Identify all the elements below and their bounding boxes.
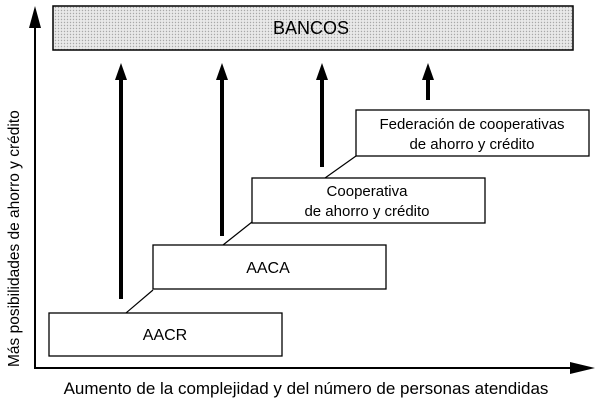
x-axis-arrowhead-icon [570,362,595,374]
stage-box-aaca [152,244,387,290]
banks-label: BANCOS [273,18,349,38]
stage-box-aacr [48,312,283,357]
stage-label-federation-line1: Federación de cooperativas [379,116,564,133]
stage-label-aacr: AACR [143,327,187,344]
stage-box-federation [355,109,590,157]
step-connector-3 [324,155,357,179]
arrow-cooperative-head-icon [316,63,328,80]
arrow-aaca-head-icon [216,63,228,80]
stage-box-cooperative [251,177,486,224]
arrow-aacr-head-icon [115,63,127,80]
step-connector-2 [222,221,253,246]
stage-label-cooperative-line2: de ahorro y crédito [304,203,429,220]
y-axis-arrowhead-icon [29,6,41,28]
x-axis-label: Aumento de la complejidad y del número d… [64,379,549,398]
stage-label-cooperative-line1: Cooperativa [327,183,409,200]
y-axis-label: Más posibilidades de ahorro y crédito [6,110,23,367]
stage-label-aaca: AACA [246,260,290,277]
stage-label-federation-line2: de ahorro y crédito [409,136,534,153]
arrow-federation-head-icon [422,63,434,80]
banks-box [52,5,574,51]
step-connector-1 [125,289,154,314]
